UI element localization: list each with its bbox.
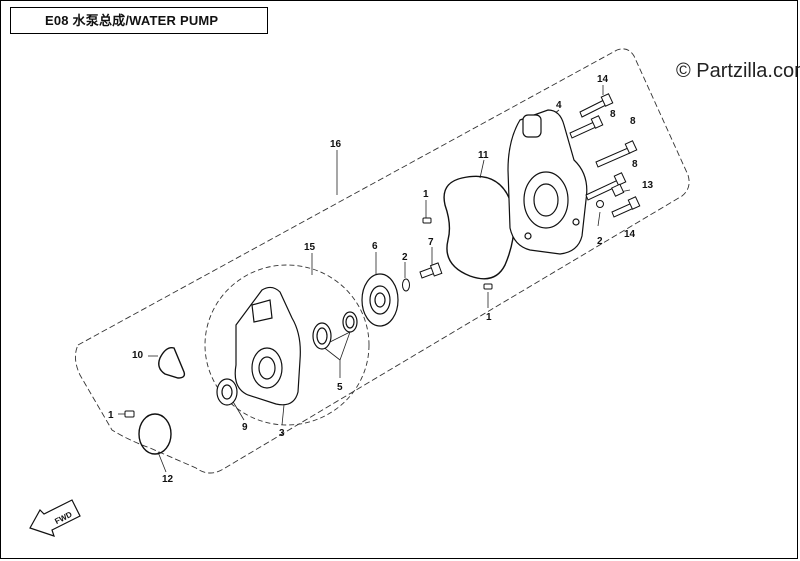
callout-13: 13 [642, 180, 654, 191]
callout-6: 6 [372, 241, 378, 252]
seal-part-5 [312, 311, 358, 350]
pump-cover-part-3 [234, 286, 301, 406]
callout-11: 11 [478, 150, 489, 161]
callout-9: 9 [242, 422, 248, 433]
assembly-outline [75, 48, 690, 474]
gasket-part-11 [443, 175, 515, 280]
watermark: © Partzilla.com [676, 60, 800, 82]
callout-8-a: 8 [610, 109, 616, 120]
callout-8-b: 8 [630, 116, 636, 127]
callout-2-right: 2 [597, 236, 603, 247]
callout-4: 4 [556, 100, 562, 111]
dowel-pins [124, 217, 493, 418]
impeller-bolt-part-7 [419, 262, 443, 279]
callout-3: 3 [279, 428, 285, 439]
cover-subassembly-outline [204, 264, 370, 426]
callout-5: 5 [337, 382, 343, 393]
bearing-part-9 [216, 378, 238, 406]
callout-10: 10 [132, 350, 144, 361]
callout-1-bottom: 1 [108, 410, 114, 421]
impeller-part-6 [361, 273, 399, 327]
callout-16: 16 [330, 139, 342, 150]
callout-8-c: 8 [632, 159, 638, 170]
callout-1-mid: 1 [486, 312, 492, 323]
pump-housing-part-4 [507, 109, 588, 255]
gasket-part-10 [158, 347, 186, 379]
washer-part-2 [402, 278, 410, 292]
callout-1-top: 1 [423, 189, 429, 200]
callout-14-top: 14 [597, 74, 609, 85]
callout-15: 15 [304, 242, 316, 253]
callout-12: 12 [162, 474, 174, 485]
callout-2-left: 2 [402, 252, 408, 263]
housing-bolts [569, 93, 641, 218]
callout-numbers: 16 15 14 8 4 8 11 8 13 1 2 14 7 6 2 1 10… [108, 74, 654, 485]
callout-7: 7 [428, 237, 434, 248]
callout-14-bottom: 14 [624, 229, 636, 240]
diagram-title: E08 水泵总成/WATER PUMP [10, 7, 268, 34]
forward-arrow-icon: FWD [29, 499, 81, 537]
o-ring-part-12 [138, 413, 172, 455]
